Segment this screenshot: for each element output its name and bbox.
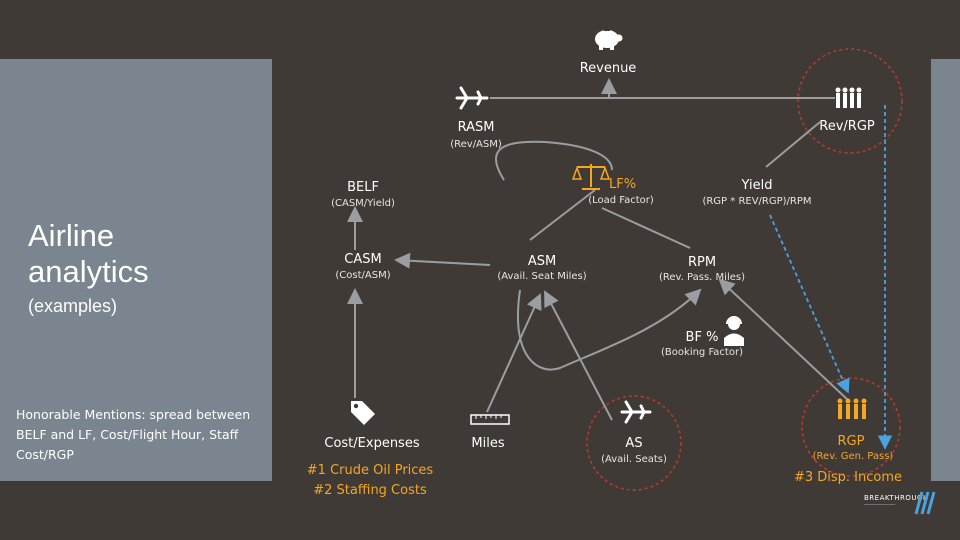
node-rasm-sub: (Rev/ASM) [450, 139, 502, 150]
airplane-icon [620, 400, 652, 424]
honorable-mentions: Honorable Mentions: spread between BELF … [16, 407, 251, 462]
node-lf: LF% [609, 177, 637, 192]
node-as-sub: (Avail. Seats) [601, 454, 667, 465]
edge-dashed-yield [769, 214, 850, 394]
node-cost-note2: #2 Staffing Costs [313, 483, 427, 498]
right-strip [931, 59, 960, 481]
node-asm-sub: (Avail. Seat Miles) [497, 271, 587, 282]
edge-bf [517, 288, 702, 371]
agent-headset-icon [724, 316, 744, 346]
logo-tagline: ───────────── [864, 502, 896, 507]
node-belf-sub: (CASM/Yield) [331, 198, 395, 209]
airplane-icon [455, 86, 489, 110]
rev-rgp-highlight-circle [797, 48, 903, 154]
ruler-icon [470, 414, 510, 425]
node-casm-sub: (Cost/ASM) [335, 270, 391, 281]
rgp-highlight-circle [801, 377, 901, 477]
node-miles: Miles [471, 436, 505, 451]
edge-yield-rev-rgp [765, 121, 821, 168]
node-casm: CASM [344, 252, 382, 267]
node-bf: BF % [685, 330, 719, 345]
node-revenue: Revenue [579, 61, 637, 76]
scales-icon [572, 164, 610, 190]
node-cost: Cost/Expenses [324, 436, 420, 451]
people-group-icon [837, 398, 867, 419]
node-rev-rgp: Rev/RGP [819, 119, 875, 134]
logo-stripes-icon [914, 491, 936, 515]
edge-rasm-arc [494, 140, 613, 181]
node-asm: ASM [527, 254, 557, 269]
node-rgp: RGP [837, 434, 865, 449]
slide-title-line1: Airline [28, 218, 115, 253]
node-rpm: RPM [687, 255, 717, 270]
node-yield-sub: (RGP * REV/RGP)/RPM [702, 196, 812, 207]
node-rpm-sub: (Rev. Pass. Miles) [659, 272, 745, 283]
edge-asm-casm [394, 252, 491, 269]
slide-subtitle: (examples) [28, 296, 118, 316]
logo-text: BREAKTHROUGH [864, 494, 929, 502]
edge-miles-asm [486, 293, 542, 413]
people-group-icon [835, 87, 862, 108]
edge-lf-asm [529, 189, 596, 241]
node-rasm: RASM [457, 120, 495, 135]
node-rgp-sub: (Rev. Gen. Pass) [812, 451, 894, 462]
as-highlight-circle [586, 395, 682, 491]
left-panel [0, 59, 272, 481]
slide-title: Airline analytics [28, 218, 149, 290]
node-bf-sub: (Booking Factor) [661, 347, 743, 358]
edge-rgp-rpm [718, 278, 849, 401]
node-rgp-note: #3 Disp. Income [793, 470, 903, 485]
piggy-bank-icon [595, 29, 623, 50]
node-lf-sub: (Load Factor) [588, 195, 654, 206]
node-cost-note1: #1 Crude Oil Prices [306, 463, 434, 478]
breakthrough-logo: BREAKTHROUGH ───────────── [864, 494, 929, 507]
edge-as-asm [544, 290, 613, 421]
slide-title-line2: analytics [28, 254, 149, 289]
tag-icon [351, 401, 375, 425]
node-belf: BELF [347, 180, 379, 195]
edge-lf-rpm [601, 207, 691, 249]
node-as: AS [625, 436, 643, 451]
node-yield: Yield [741, 178, 773, 193]
